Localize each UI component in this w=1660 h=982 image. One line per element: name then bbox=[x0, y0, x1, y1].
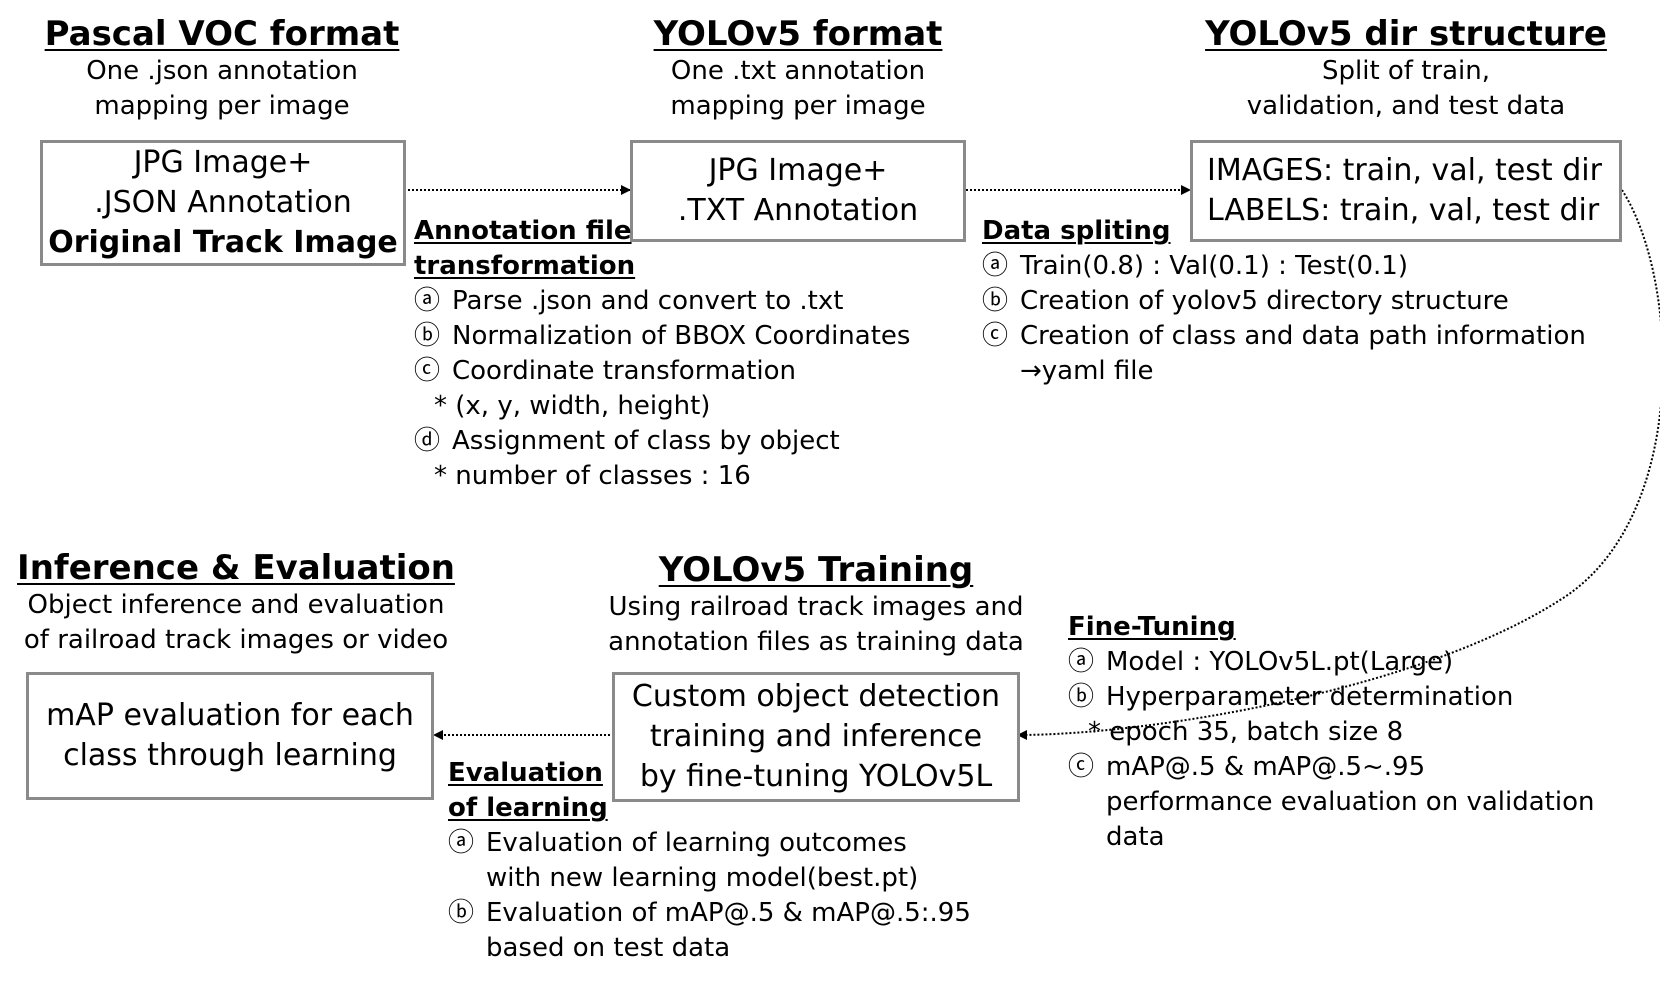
stage-subtitle-line: annotation files as training data bbox=[608, 627, 1024, 657]
stage-subtitle-line: Object inference and evaluation bbox=[27, 590, 445, 620]
step-continuation: based on test data bbox=[486, 933, 731, 963]
step-heading: Evaluation bbox=[448, 758, 603, 788]
step-marker: ⓒ bbox=[982, 321, 1009, 351]
step-continuation: with new learning model(best.pt) bbox=[486, 863, 919, 893]
step-note: * epoch 35, batch size 8 bbox=[1088, 717, 1404, 747]
box-dir: IMAGES: train, val, test dir LABELS: tra… bbox=[1190, 140, 1622, 242]
step-text: mAP@.5 & mAP@.5~.95 bbox=[1106, 752, 1426, 782]
step-marker: ⓓ bbox=[414, 426, 441, 456]
step-item: ⓓ Assignment of class by object bbox=[414, 424, 910, 459]
step-heading: Fine-Tuning bbox=[1068, 612, 1236, 642]
stage-title: YOLOv5 Training bbox=[658, 550, 974, 590]
step-item: ⓑ Normalization of BBOX Coordinates bbox=[414, 319, 910, 354]
step-item: ⓑ Hyperparameter determination bbox=[1068, 680, 1594, 715]
stage-subtitle-line: Using railroad track images and bbox=[608, 592, 1024, 622]
box-line: training and inference bbox=[649, 719, 983, 754]
step-text: Assignment of class by object bbox=[452, 426, 840, 456]
step-heading: transformation bbox=[414, 251, 636, 281]
step-heading: Annotation file bbox=[414, 216, 632, 246]
stage-yolo: YOLOv5 format One .txt annotation mappin… bbox=[598, 14, 998, 124]
box-line: class through learning bbox=[63, 738, 397, 773]
box-line: LABELS: train, val, test dir bbox=[1207, 193, 1600, 228]
step-note: * (x, y, width, height) bbox=[434, 391, 711, 421]
stage-subtitle-line: validation, and test data bbox=[1246, 91, 1566, 121]
stage-subtitle-line: mapping per image bbox=[670, 91, 926, 121]
step-text: Creation of class and data path informat… bbox=[1020, 321, 1586, 351]
step-marker: ⓒ bbox=[1068, 752, 1095, 782]
box-line: mAP evaluation for each bbox=[46, 698, 414, 733]
stage-title: Inference & Evaluation bbox=[17, 548, 455, 588]
step-item: ⓒ mAP@.5 & mAP@.5~.95 bbox=[1068, 750, 1594, 785]
stage-training: YOLOv5 Training Using railroad track ima… bbox=[586, 550, 1046, 660]
step-marker: ⓑ bbox=[982, 286, 1009, 316]
stage-title: YOLOv5 format bbox=[653, 14, 943, 54]
step-heading: of learning bbox=[448, 793, 608, 823]
step-marker: ⓑ bbox=[1068, 682, 1095, 712]
step-item: ⓒ Creation of class and data path informa… bbox=[982, 319, 1586, 354]
step-text: Evaluation of learning outcomes bbox=[486, 828, 907, 858]
step-item: ⓐ Model : YOLOv5L.pt(Large) bbox=[1068, 645, 1594, 680]
box-line: .TXT Annotation bbox=[677, 193, 919, 228]
step-continuation: →yaml file bbox=[1020, 356, 1154, 386]
stage-subtitle-line: One .json annotation bbox=[86, 56, 358, 86]
box-line: IMAGES: train, val, test dir bbox=[1207, 153, 1602, 188]
stage-subtitle-line: of railroad track images or video bbox=[23, 625, 449, 655]
step-marker: ⓑ bbox=[448, 898, 475, 928]
step-item: ⓐ Train(0.8) : Val(0.1) : Test(0.1) bbox=[982, 249, 1586, 284]
stage-subtitle-line: mapping per image bbox=[94, 91, 350, 121]
box-line: Custom object detection bbox=[631, 679, 1001, 714]
step-text: Parse .json and convert to .txt bbox=[452, 286, 844, 316]
step-item: ⓒ Coordinate transformation bbox=[414, 354, 910, 389]
step-item: ⓐ Evaluation of learning outcomes bbox=[448, 826, 971, 861]
step-item: ⓑ Evaluation of mAP@.5 & mAP@.5:.95 bbox=[448, 896, 971, 931]
step-text: Evaluation of mAP@.5 & mAP@.5:.95 bbox=[486, 898, 971, 928]
step-evaluation: Evaluation of learning ⓐ Evaluation of le… bbox=[448, 756, 971, 966]
step-text: Normalization of BBOX Coordinates bbox=[452, 321, 911, 351]
box-inference: mAP evaluation for each class through le… bbox=[26, 672, 434, 800]
box-yolo: JPG Image+ .TXT Annotation bbox=[630, 140, 966, 242]
step-marker: ⓑ bbox=[414, 321, 441, 351]
box-voc: JPG Image+ .JSON Annotation Original Tra… bbox=[40, 140, 406, 266]
box-line: .JSON Annotation bbox=[94, 185, 352, 220]
stage-title: YOLOv5 dir structure bbox=[1205, 14, 1607, 54]
step-marker: ⓒ bbox=[414, 356, 441, 386]
step-text: Train(0.8) : Val(0.1) : Test(0.1) bbox=[1020, 251, 1408, 281]
box-line: by fine-tuning YOLOv5L bbox=[639, 759, 993, 794]
stage-title: Pascal VOC format bbox=[44, 14, 400, 54]
stage-voc: Pascal VOC format One .json annotation m… bbox=[22, 14, 422, 124]
stage-inference: Inference & Evaluation Object inference … bbox=[6, 548, 466, 658]
step-marker: ⓐ bbox=[982, 251, 1009, 281]
step-marker: ⓐ bbox=[414, 286, 441, 316]
step-item: ⓐ Parse .json and convert to .txt bbox=[414, 284, 910, 319]
step-note: * number of classes : 16 bbox=[434, 461, 751, 491]
step-heading: Data spliting bbox=[982, 216, 1171, 246]
step-annotation: Annotation file transformation ⓐ Parse .j… bbox=[414, 214, 910, 494]
stage-subtitle-line: Split of train, bbox=[1321, 56, 1491, 86]
step-continuation: data bbox=[1106, 822, 1165, 852]
stage-subtitle-line: One .txt annotation bbox=[670, 56, 926, 86]
step-continuation: performance evaluation on validation bbox=[1106, 787, 1595, 817]
step-finetune: Fine-Tuning ⓐ Model : YOLOv5L.pt(Large) ⓑ… bbox=[1068, 610, 1594, 855]
stage-dir: YOLOv5 dir structure Split of train, val… bbox=[1186, 14, 1626, 124]
box-training: Custom object detection training and inf… bbox=[612, 672, 1020, 802]
step-text: Model : YOLOv5L.pt(Large) bbox=[1106, 647, 1454, 677]
step-text: Creation of yolov5 directory structure bbox=[1020, 286, 1509, 316]
box-line: Original Track Image bbox=[48, 225, 398, 260]
step-marker: ⓐ bbox=[1068, 647, 1095, 677]
step-text: Hyperparameter determination bbox=[1106, 682, 1514, 712]
step-item: ⓑ Creation of yolov5 directory structure bbox=[982, 284, 1586, 319]
box-line: JPG Image+ bbox=[133, 145, 313, 180]
arrow-dir-to-training bbox=[1017, 189, 1660, 740]
step-marker: ⓐ bbox=[448, 828, 475, 858]
box-line: JPG Image+ bbox=[708, 153, 888, 188]
step-split: Data spliting ⓐ Train(0.8) : Val(0.1) : T… bbox=[982, 214, 1586, 389]
step-text: Coordinate transformation bbox=[452, 356, 796, 386]
